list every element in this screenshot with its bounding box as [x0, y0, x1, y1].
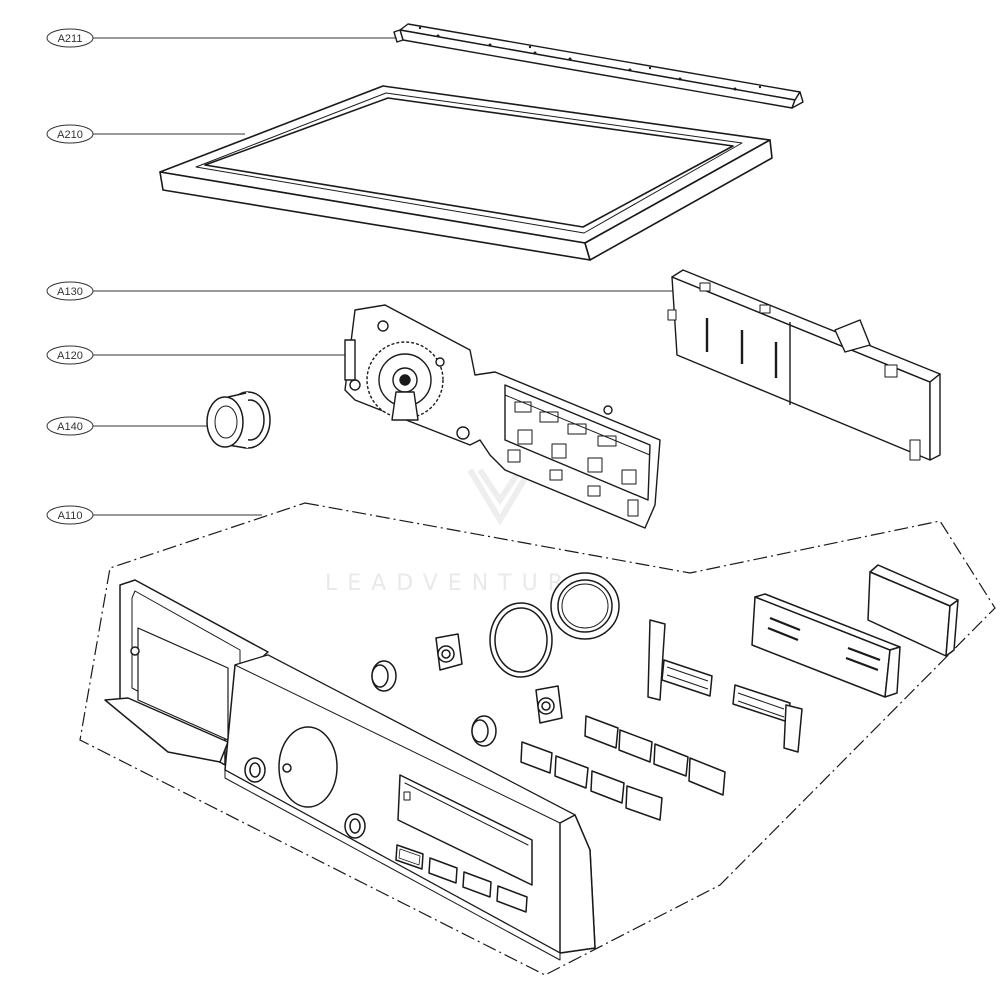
rotary-encoder-arm [391, 391, 419, 421]
part-a120-control-bracket [344, 304, 661, 529]
fascia-bottom [224, 769, 561, 961]
key-row-upper [584, 715, 726, 796]
button-cap-2 [471, 715, 497, 747]
assembly-a110-boundary [79, 502, 996, 976]
callout-a110: A110 [46, 505, 262, 525]
part-a130-pcb-cover [667, 269, 941, 461]
pcb-cover-tabs [667, 282, 921, 461]
callout-a210: A210 [46, 124, 245, 144]
part-a140-knob [206, 391, 271, 449]
knob-barrel-top [227, 392, 247, 398]
pcb-cover-end [929, 373, 941, 461]
pcb-cover-slots [705, 318, 778, 378]
switch-module-1 [435, 633, 463, 671]
display-window-lip [404, 782, 529, 846]
watermark: LEADVENTURE [325, 468, 597, 596]
bracket-screw-5 [603, 405, 613, 415]
bracket-screw-1 [377, 320, 389, 332]
cover-inner-glass [204, 97, 734, 228]
drawer-handle-lip [104, 697, 229, 763]
watermark-text: LEADVENTURE [325, 571, 597, 596]
bracket-tab-left [344, 339, 356, 381]
callout-a140: A140 [46, 416, 208, 436]
bracket-screw-4 [435, 357, 445, 367]
fascia-right-cap [559, 814, 596, 954]
switch-module-2 [535, 685, 563, 724]
callout-a210-label: A210 [57, 129, 83, 141]
key-carrier-2 [732, 684, 803, 753]
pcb-cover-bump [834, 319, 871, 353]
pcb-components [504, 394, 651, 517]
rail-holes [418, 26, 762, 91]
display-window [397, 774, 533, 886]
callout-a120-label: A120 [57, 350, 83, 362]
rail-left-end [393, 29, 404, 43]
rotary-encoder-shaft [399, 374, 411, 386]
callout-a211-label: A211 [58, 33, 83, 45]
button-cap-1 [371, 660, 397, 692]
cover-inner-lip [195, 92, 743, 234]
fascia-bottom-buttons [395, 844, 528, 913]
knob-opening-pin [282, 763, 292, 773]
callout-a120: A120 [46, 345, 345, 365]
bracket-screw-3 [456, 426, 470, 440]
knob-opening [278, 726, 338, 808]
rail-top-face [399, 23, 801, 101]
encoder-ring-large [489, 602, 553, 678]
rail-right-end [791, 91, 804, 109]
callout-a130: A130 [46, 281, 680, 301]
callout-a211: A211 [46, 28, 405, 48]
display-lens [867, 564, 959, 657]
display-window-tab [403, 791, 411, 801]
bracket-screw-2 [349, 379, 361, 391]
drawer-clip [130, 646, 140, 656]
key-row-lower [520, 741, 663, 821]
callout-a110-label: A110 [58, 510, 83, 522]
fascia-button-holes [244, 757, 366, 839]
callout-a140-label: A140 [57, 421, 83, 433]
key-carrier-1 [647, 619, 713, 701]
part-a210-top-cover [159, 85, 773, 261]
part-a211-rail [393, 23, 804, 109]
watermark-logo-icon [467, 468, 533, 526]
cover-right-edge [584, 139, 773, 261]
part-a110-control-panel [104, 564, 959, 961]
indicator-panel [751, 593, 901, 698]
encoder-ring-bezel [550, 572, 620, 640]
knob-face-inner [214, 405, 238, 439]
callout-a130-label: A130 [57, 286, 83, 298]
